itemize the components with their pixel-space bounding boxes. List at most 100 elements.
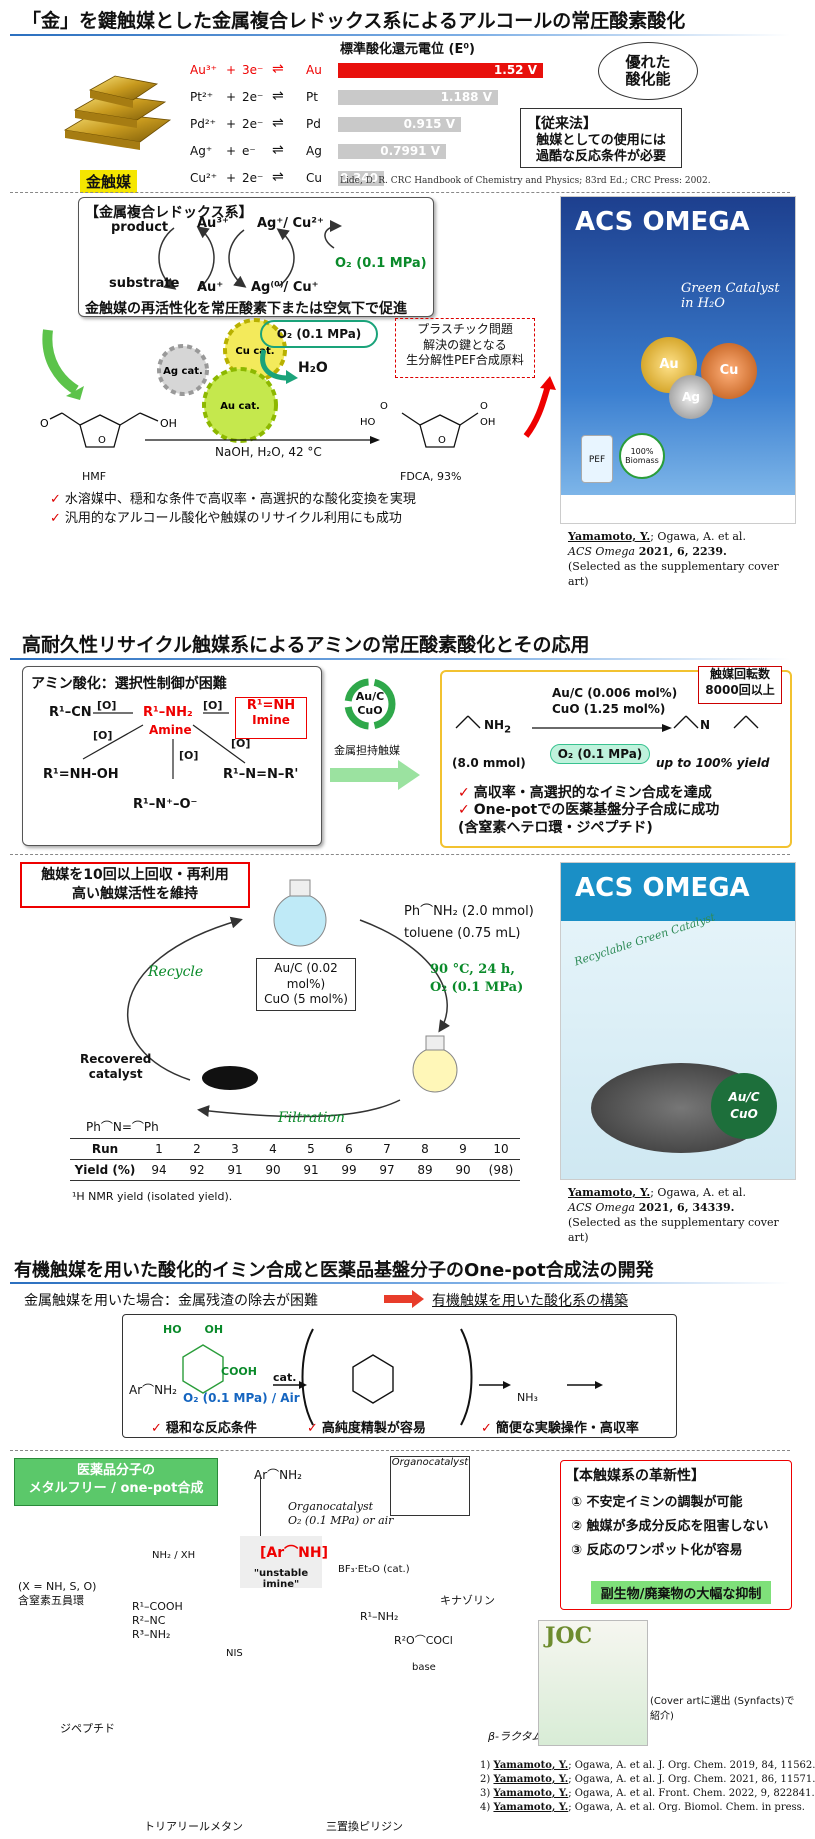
unstable-imine-box: "unstable imine" [Ar⌒NH] [240,1536,328,1590]
acyl-chloride: R²O⌒COCl [394,1634,453,1647]
metal-free-box: 医薬品分子の メタルフリー / one-pot合成 [14,1458,218,1506]
reaction-temp: 90 °C, 24 h, [430,962,515,977]
imine: R¹=NH [246,698,296,713]
cat-label: cat. [273,1371,297,1384]
equilibrium-arrow: ⇌ [272,115,284,131]
gear-au-label: Au cat. [220,401,260,412]
plus-sign: + [226,171,237,185]
run-number: 5 [292,1138,330,1160]
metal-supported-label: 金属担持触媒 [334,744,400,757]
joc-cover[interactable]: JOC [538,1620,648,1746]
flask-catalyst: Au/C (0.02 mol%) CuO (5 mol%) [256,958,356,1011]
reference-details: ; Ogawa, A. et al. J. Org. Chem. 2019, 8… [568,1760,815,1771]
ar-amine-start: Ar⌒NH₂ [129,1383,177,1397]
svg-text:OH: OH [160,417,177,430]
gear-h2o: H₂O [298,360,328,376]
red-right-arrow [384,1290,424,1312]
nh3-label: NH₃ [517,1391,538,1404]
solution-text: 有機触媒を用いた酸化系の構築 [432,1293,628,1309]
section1-title: 「金」を鍵触媒とした金属複合レドックス系によるアルコールの常圧酸素酸化 [22,10,686,32]
plus-sign: + [226,63,237,77]
ion-oxidized: Au³⁺ [190,63,217,77]
reference-number: 1) [480,1760,494,1771]
unstable-imine-structure: [Ar⌒NH] [260,1545,328,1561]
conventional-text: 触媒としての使用には 過酷な反応条件が必要 [535,133,666,165]
acs-omega-cover-1[interactable]: ACS OMEGA Green Catalyst in H₂O Au Cu Ag… [560,196,796,524]
acs-omega-cover-2[interactable]: ACS OMEGA Recyclable Green Catalyst Au/C… [560,862,796,1180]
cover2-band [561,863,795,921]
svg-text:O: O [98,435,106,446]
yield-value: 89 [406,1159,444,1181]
equilibrium-arrow: ⇌ [272,88,284,104]
green-curved-arrow [40,329,86,404]
svg-text:O: O [380,401,388,412]
reference-details: ; Ogawa, A. et al. Org. Biomol. Chem. in… [568,1802,805,1813]
rxn-cat-1: Au/C (0.006 mol%) [552,686,678,700]
equilibrium-arrow: ⇌ [272,169,284,185]
svg-text:HO: HO [360,417,376,428]
pyridine-label: 三置換ピリジン [326,1820,403,1833]
rxn-mmol: (8.0 mmol) [452,756,526,770]
green-arrow-h2o [258,348,298,388]
cover1-journal: ACS OMEGA [575,207,750,237]
electrons: 2e⁻ [242,90,264,104]
base-label: base [412,1662,436,1673]
substrate-amount: Ph⌒NH₂ (2.0 mmol) [404,904,534,919]
catalyst-center: Au/C CuO [355,690,385,718]
amine-oxidation-box: アミン酸化：選択性制御が困難 R¹–CN R¹–NH₂ Amine R¹=NH … [22,666,322,846]
section1-bullet-1: ✓水溶媒中、穏和な条件で高収率・高選択的な酸化変換を実現 [50,492,416,507]
equilibrium-arrow: ⇌ [272,142,284,158]
handbook-reference: Lide, D. R. CRC Handbook of Chemistry an… [340,176,711,186]
organocat-conditions: Organocatalyst O₂ (0.1 MPa) or air [288,1500,394,1527]
redox-au3: Au³⁺ [197,216,229,231]
cover1-citation: Yamamoto, Y.; Ogawa, A. et al. ACS Omega… [568,530,779,588]
reference-author: Yamamoto, Y. [493,1788,569,1799]
yield-value: 94 [140,1159,178,1181]
rxn-cat-2: CuO (1.25 mol%) [552,702,666,716]
potential-bar: 1.52 V [338,63,543,78]
innovation-title: 【本触媒系の革新性】 [565,1468,705,1484]
unstable-imine-label: "unstable imine" [253,1568,309,1590]
reference-author: Yamamoto, Y. [493,1802,569,1813]
cover1-pef: PEF [581,435,613,483]
run-number: 2 [178,1138,216,1160]
fdca-label: FDCA, 93% [400,470,462,483]
section3-rule [10,1282,790,1284]
rxn-yield: up to 100% yield [656,756,770,770]
rxn-bullet-1: ✓高収率・高選択的なイミン合成を達成 [458,785,712,801]
electrons: 3e⁻ [242,63,264,77]
organocat-structure-label: HO OH [163,1323,224,1336]
reference-number: 3) [480,1788,494,1799]
merit-3: ✓簡便な実験操作・高収率 [481,1421,639,1436]
plus-sign: + [226,117,237,131]
electrons: e⁻ [242,144,256,158]
rxn-bullet-2: ✓One-potでの医薬基盤分子合成に成功 (含窒素ヘテロ環・ジペプチド) [458,802,720,836]
section2-rule [10,658,790,660]
reference-list: 1) Yamamoto, Y.; Ogawa, A. et al. J. Org… [480,1760,815,1816]
section3-title: 有機触媒を用いた酸化的イミン合成と医薬品基盤分子のOne-pot合成法の開発 [14,1260,654,1281]
metal-reduced: Pd [306,117,321,131]
redox-substrate: substrate [109,276,180,291]
reference-author: Yamamoto, Y. [493,1774,569,1785]
problem-text: 金属触媒を用いた場合：金属残渣の除去が困難 [24,1293,318,1309]
runs-header: Run [70,1138,140,1160]
beta-lactam-label: β-ラクタム [488,1730,543,1743]
svg-text:O: O [438,435,446,446]
metal-reduced: Au [306,63,322,77]
recycle-label: Recycle [148,964,204,980]
imine-product: Ph⌒N=⌒Ph [86,1120,159,1134]
section1-bullet-2: ✓汎用的なアルコール酸化や触媒のリサイクル利用にも成功 [50,511,402,526]
divider [10,1450,790,1451]
reference-item: 3) Yamamoto, Y.; Ogawa, A. et al. Front.… [480,1788,815,1799]
reference-author: Yamamoto, Y. [493,1760,569,1771]
run-number: 3 [216,1138,254,1160]
run-number: 7 [368,1138,406,1160]
hydroxylamine: R¹=NH-OH [43,767,119,782]
yield-header: Yield (%) [70,1159,140,1181]
redox-o2-text: O₂ (0.1 MPa) [335,256,427,271]
